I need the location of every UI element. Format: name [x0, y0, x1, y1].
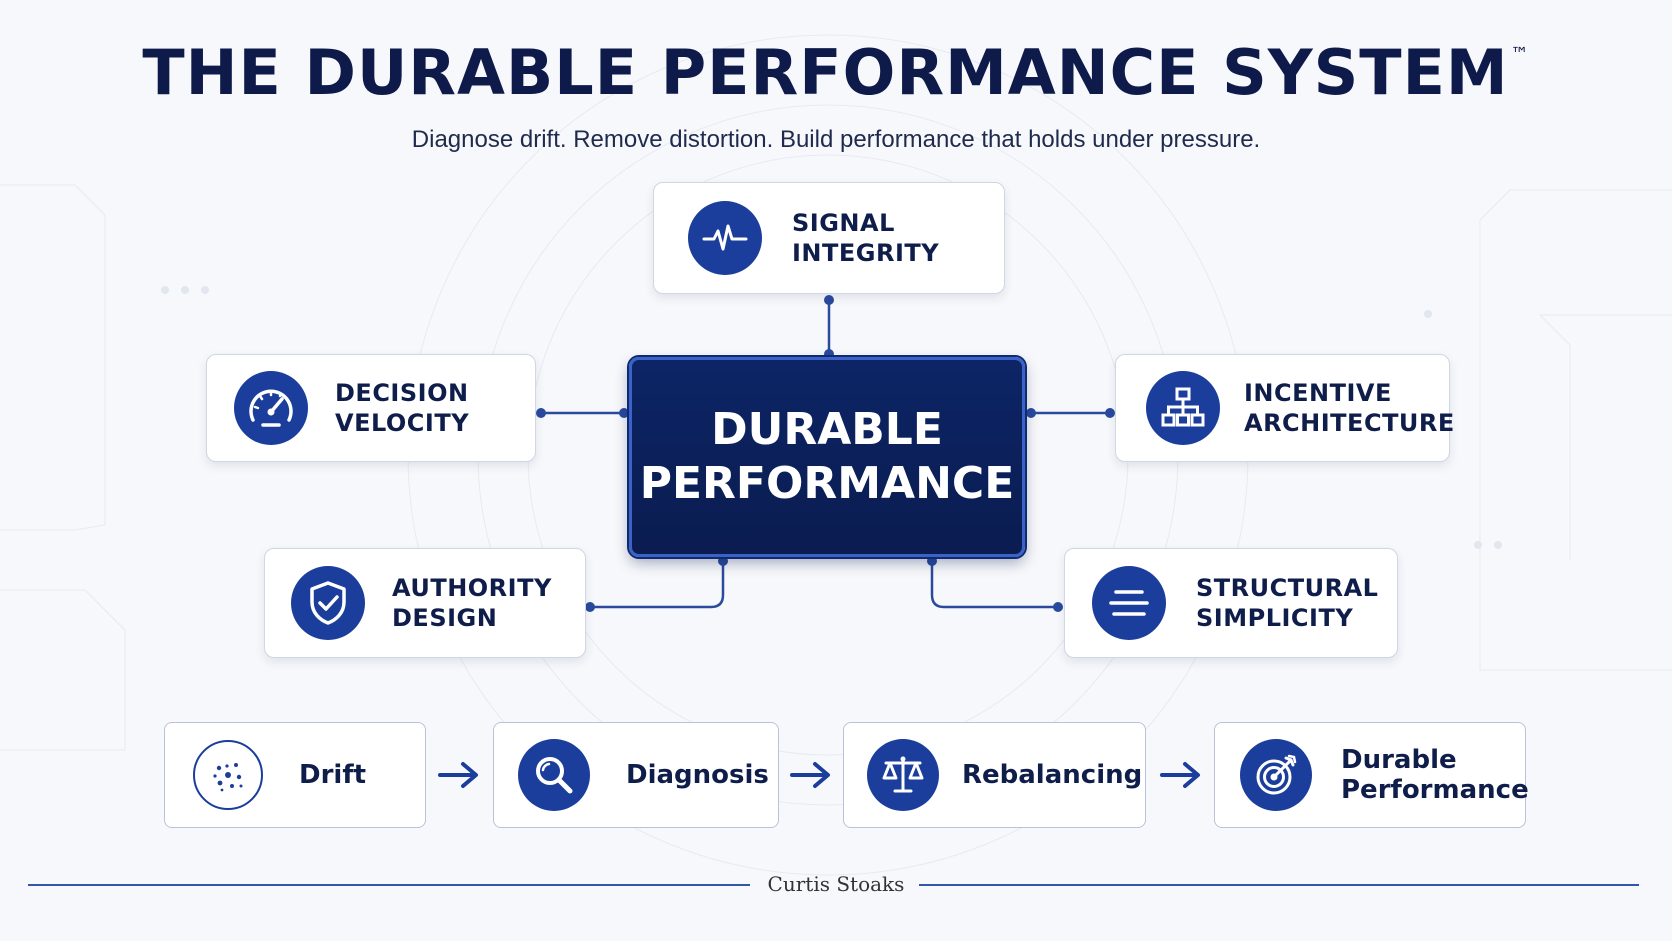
step-durable-performance: Durable Performance — [1214, 722, 1529, 828]
footer-rule-right — [919, 884, 1639, 886]
connector-authority — [590, 561, 725, 609]
card-structural-simplicity-label: STRUCTURAL SIMPLICITY — [1196, 574, 1379, 632]
card-decision-velocity: DECISION VELOCITY — [206, 354, 536, 462]
scatter-dots-icon — [193, 740, 263, 810]
speedometer-icon — [234, 371, 308, 445]
title-text: THE DURABLE PERFORMANCE SYSTEM — [142, 36, 1509, 109]
step-durable-performance-label: Durable Performance — [1341, 745, 1529, 805]
step-diagnosis: Diagnosis — [493, 722, 779, 828]
card-incentive-architecture: INCENTIVE ARCHITECTURE — [1115, 354, 1454, 462]
page-subtitle: Diagnose drift. Remove distortion. Build… — [411, 126, 1261, 153]
hierarchy-icon — [1146, 371, 1220, 445]
card-signal-integrity: SIGNAL INTEGRITY — [653, 182, 1005, 294]
lines-icon — [1092, 566, 1166, 640]
footer-rule-left — [28, 884, 750, 886]
step-drift-label: Drift — [299, 760, 367, 790]
scale-icon — [867, 739, 939, 811]
footer-author: Curtis Stoaks — [767, 872, 905, 896]
hub-label: DURABLE PERFORMANCE — [639, 404, 1015, 509]
card-authority-design-label: AUTHORITY DESIGN — [392, 574, 552, 632]
step-drift: Drift — [164, 722, 426, 828]
step-rebalancing-label: Rebalancing — [962, 760, 1143, 790]
card-decision-velocity-label: DECISION VELOCITY — [335, 379, 470, 437]
arrow-right-icon — [790, 762, 830, 788]
shield-check-icon — [291, 566, 365, 640]
target-icon — [1240, 739, 1312, 811]
step-rebalancing: Rebalancing — [843, 722, 1146, 828]
hub-durable-performance: DURABLE PERFORMANCE — [629, 357, 1025, 557]
trademark-symbol: ™ — [1510, 44, 1530, 65]
connector-structural — [930, 561, 1058, 609]
pulse-icon — [688, 201, 762, 275]
arrow-right-icon — [1160, 762, 1200, 788]
magnifier-icon — [518, 739, 590, 811]
card-incentive-architecture-label: INCENTIVE ARCHITECTURE — [1244, 379, 1455, 437]
arrow-right-icon — [438, 762, 478, 788]
step-diagnosis-label: Diagnosis — [626, 760, 769, 790]
card-structural-simplicity: STRUCTURAL SIMPLICITY — [1064, 548, 1398, 658]
card-authority-design: AUTHORITY DESIGN — [264, 548, 586, 658]
card-signal-integrity-label: SIGNAL INTEGRITY — [792, 209, 940, 267]
